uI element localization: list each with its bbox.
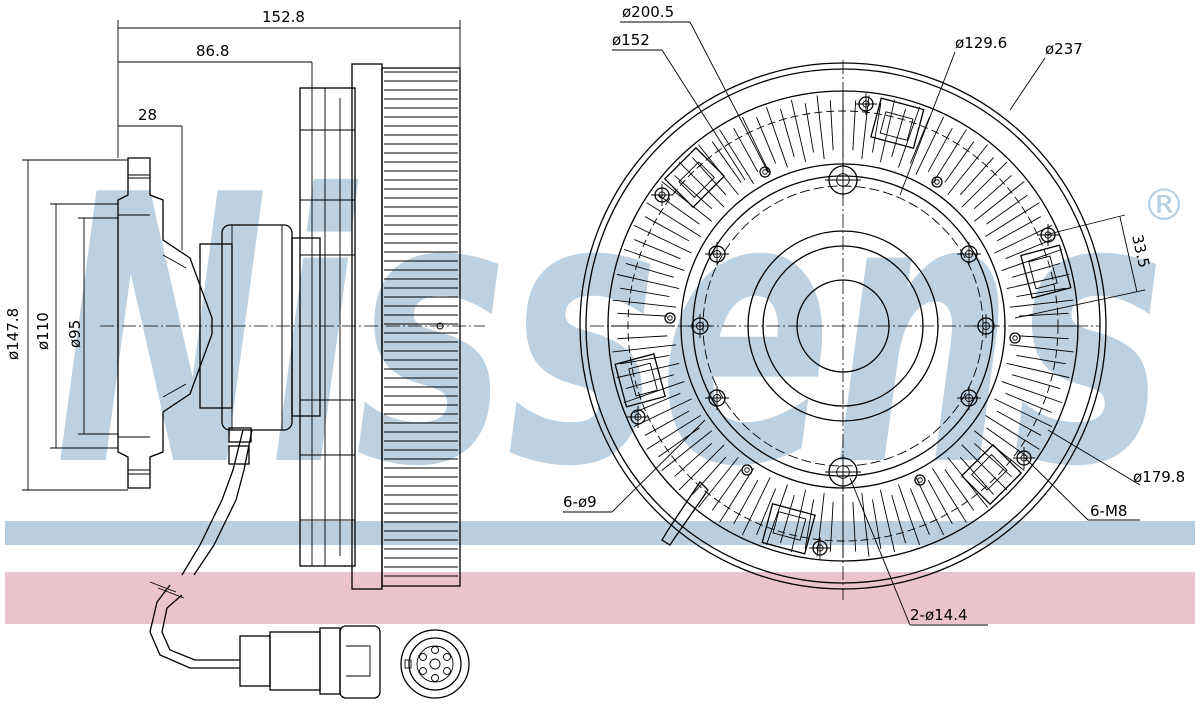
- svg-text:6-ø9: 6-ø9: [563, 493, 597, 511]
- sensor-cable: [181, 429, 244, 576]
- watermark-layer: Nissens ®: [5, 118, 1195, 624]
- dim-6-m8: 6-M8: [1024, 457, 1140, 521]
- svg-text:ø200.5: ø200.5: [622, 3, 674, 21]
- dim-d147-8: ø147.8: [4, 159, 128, 491]
- outer-rim: [579, 62, 1107, 590]
- bolt-holes: [627, 93, 1059, 559]
- svg-text:28: 28: [138, 106, 157, 124]
- svg-text:ø237: ø237: [1045, 40, 1083, 58]
- bolt-hole: [664, 312, 676, 324]
- dim-d129-6: ø129.6: [899, 34, 1007, 196]
- mounting-tab: [960, 443, 1023, 506]
- mounting-tabs: [614, 97, 1072, 555]
- registered-mark: ®: [1142, 180, 1186, 231]
- dim-d200-5: ø200.5: [620, 3, 769, 173]
- drive-body: [299, 87, 356, 567]
- mounting-tab: [663, 146, 726, 209]
- bolt-hole: [914, 474, 926, 486]
- dim-86-8: 86.8: [118, 42, 313, 88]
- radial-fins: [611, 94, 1075, 558]
- cooling-fins: [384, 71, 458, 577]
- connector-plug: [239, 625, 381, 699]
- svg-text:ø129.6: ø129.6: [955, 34, 1007, 52]
- svg-text:2-ø14.4: 2-ø14.4: [910, 606, 968, 624]
- mounting-tab: [870, 97, 925, 149]
- dim-d237: ø237: [1009, 40, 1083, 111]
- dim-d179-8: ø179.8: [1047, 429, 1185, 486]
- mounting-tab: [614, 353, 666, 408]
- dim-d110: ø110: [34, 203, 118, 449]
- bolt-hole: [1009, 332, 1021, 344]
- mounting-tab: [761, 503, 816, 555]
- connector-face: [400, 629, 470, 699]
- side-view: 152.8 86.8 28 ø147.8 ø110: [4, 8, 485, 699]
- svg-text:6-M8: 6-M8: [1090, 502, 1127, 520]
- svg-text:152.8: 152.8: [262, 8, 305, 26]
- svg-text:ø179.8: ø179.8: [1133, 468, 1185, 486]
- svg-text:ø110: ø110: [34, 312, 52, 350]
- bolt-hole: [931, 176, 943, 188]
- dim-28: 28: [118, 106, 183, 250]
- dim-2-d14-4: 2-ø14.4: [849, 477, 988, 626]
- mounting-tab: [1020, 244, 1072, 299]
- brand-watermark: Nissens: [55, 118, 1165, 548]
- dim-d95: ø95: [66, 217, 118, 435]
- svg-text:86.8: 86.8: [196, 42, 229, 60]
- dim-152-8: 152.8: [117, 8, 461, 158]
- dim-d152: ø152: [612, 31, 746, 181]
- svg-text:ø152: ø152: [612, 31, 650, 49]
- svg-text:ø95: ø95: [66, 320, 84, 348]
- blue-band: [5, 521, 1195, 545]
- bolt-hole: [741, 464, 753, 476]
- svg-text:ø147.8: ø147.8: [4, 308, 22, 360]
- pink-band: [5, 572, 1195, 624]
- mounting-flange: [117, 157, 213, 489]
- dim-6-d9: 6-ø9: [563, 419, 706, 513]
